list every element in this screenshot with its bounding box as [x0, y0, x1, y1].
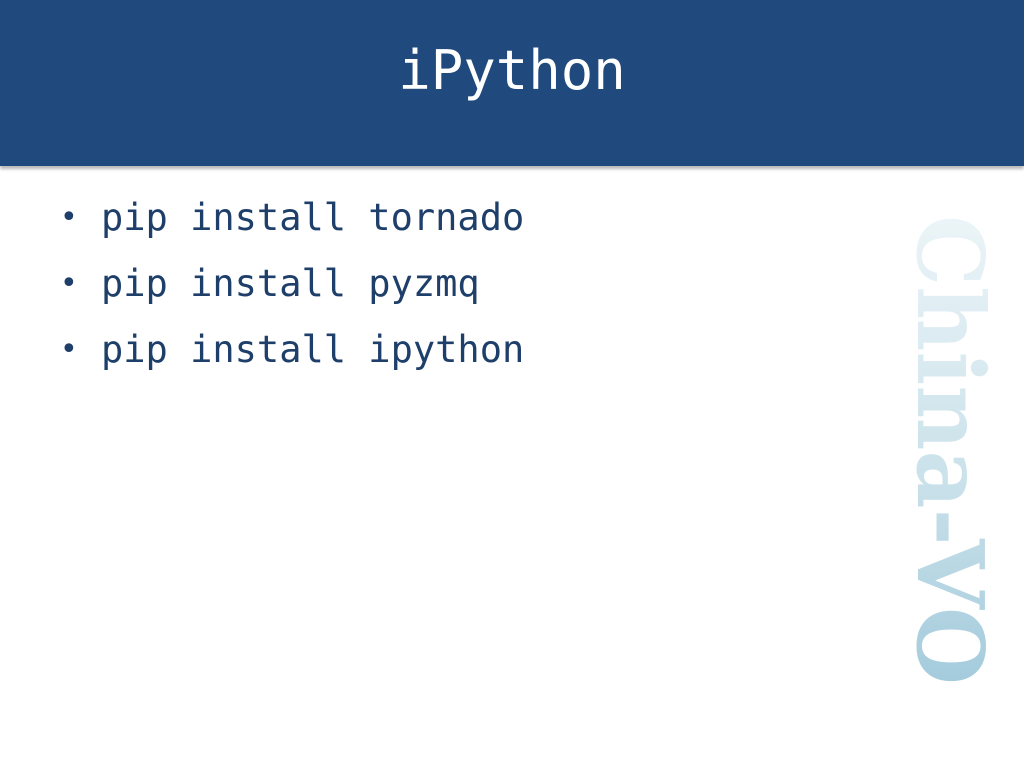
bullet-item: • pip install ipython [60, 316, 524, 382]
bullet-text: pip install pyzmq [101, 261, 480, 305]
svg-text:China-VO: China-VO [896, 215, 1004, 685]
slide-title: iPython [398, 38, 626, 102]
bullet-item: • pip install tornado [60, 184, 524, 250]
bullet-dot-icon: • [60, 331, 78, 367]
bullet-text: pip install ipython [101, 327, 525, 371]
china-vo-watermark-logo: China-VO [896, 215, 1004, 685]
bullet-dot-icon: • [60, 199, 78, 235]
bullet-item: • pip install pyzmq [60, 250, 524, 316]
bullet-list: • pip install tornado • pip install pyzm… [60, 184, 524, 382]
title-bar: iPython [0, 0, 1024, 166]
bullet-text: pip install tornado [101, 195, 525, 239]
bullet-dot-icon: • [60, 265, 78, 301]
